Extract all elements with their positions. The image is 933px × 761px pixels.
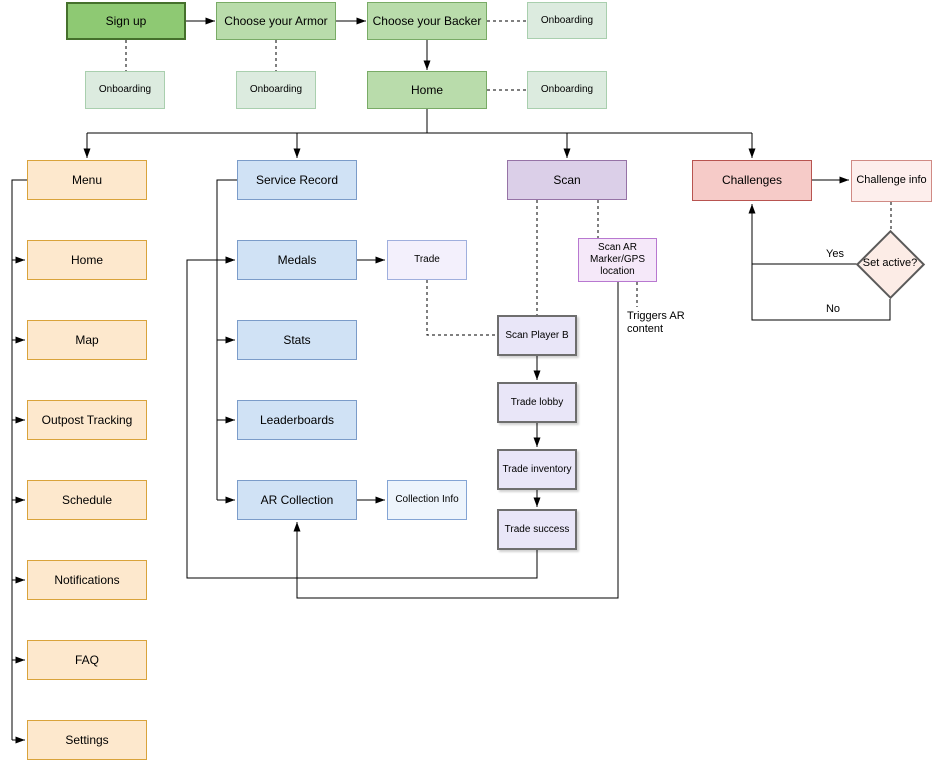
node-faq[interactable]: FAQ (27, 640, 147, 680)
node-onboarding-backer[interactable]: Onboarding (527, 2, 607, 39)
node-map[interactable]: Map (27, 320, 147, 360)
node-trade[interactable]: Trade (387, 240, 467, 280)
node-menu[interactable]: Menu (27, 160, 147, 200)
node-stats[interactable]: Stats (237, 320, 357, 360)
node-collection-info[interactable]: Collection Info (387, 480, 467, 520)
node-onboarding-home[interactable]: Onboarding (527, 71, 607, 109)
edge-label-no: No (820, 303, 846, 317)
node-choose-your-armor[interactable]: Choose your Armor (216, 2, 336, 40)
node-onboarding-armor[interactable]: Onboarding (236, 71, 316, 109)
node-scan[interactable]: Scan (507, 160, 627, 200)
solid-connectors (11, 17, 891, 744)
node-challenge-info[interactable]: Challenge info (851, 160, 932, 202)
node-onboarding-signup[interactable]: Onboarding (85, 71, 165, 109)
node-scan-ar-marker-gps-location[interactable]: Scan AR Marker/GPS location (578, 238, 657, 282)
node-trade-success[interactable]: Trade success (497, 509, 577, 550)
node-medals[interactable]: Medals (237, 240, 357, 280)
node-leaderboards[interactable]: Leaderboards (237, 400, 357, 440)
node-sign-up[interactable]: Sign up (66, 2, 186, 40)
node-trade-inventory[interactable]: Trade inventory (497, 449, 577, 490)
node-notifications[interactable]: Notifications (27, 560, 147, 600)
node-settings[interactable]: Settings (27, 720, 147, 760)
node-choose-your-backer[interactable]: Choose your Backer (367, 2, 487, 40)
edge-label-yes: Yes (820, 248, 850, 262)
decision-set-active-label: Set active? (862, 257, 918, 269)
node-home-top[interactable]: Home (367, 71, 487, 109)
edge-label-triggers-ar-content: Triggers AR content (627, 310, 705, 337)
node-schedule[interactable]: Schedule (27, 480, 147, 520)
node-scan-player-b[interactable]: Scan Player B (497, 315, 577, 356)
node-outpost-tracking[interactable]: Outpost Tracking (27, 400, 147, 440)
node-home[interactable]: Home (27, 240, 147, 280)
node-service-record[interactable]: Service Record (237, 160, 357, 200)
node-ar-collection[interactable]: AR Collection (237, 480, 357, 520)
node-challenges[interactable]: Challenges (692, 160, 812, 201)
node-trade-lobby[interactable]: Trade lobby (497, 382, 577, 423)
